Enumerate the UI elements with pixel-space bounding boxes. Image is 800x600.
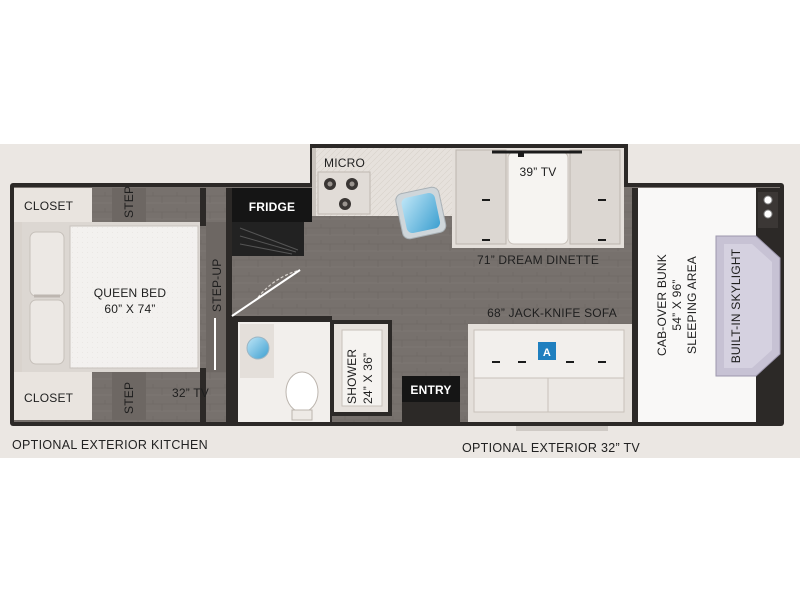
bedroom-tv-label: 32” TV: [172, 386, 209, 400]
entry-label: ENTRY: [410, 383, 451, 397]
marker-a-badge: [538, 342, 556, 360]
shower-size-label: 24” X 36”: [361, 353, 375, 404]
exterior-tv-label: OPTIONAL EXTERIOR 32” TV: [462, 441, 640, 455]
toilet: [285, 371, 319, 413]
marker-a-label: A: [543, 347, 551, 359]
step-top: [112, 188, 146, 222]
dinette-seat-left: [455, 149, 507, 245]
step-up-label: STEP-UP: [210, 259, 224, 312]
kitchen-sink: [395, 186, 447, 240]
fridge-label: FRIDGE: [249, 200, 296, 214]
dinette-seat-right: [569, 149, 621, 245]
dinette-tv-label: 39” TV: [520, 165, 557, 179]
bed-size-label: 60” X 74”: [104, 302, 155, 316]
closet-bottom: [14, 372, 92, 420]
bathroom: [231, 269, 392, 422]
bath-sink: [246, 336, 270, 360]
bunk-label-line2: 54” X 96”: [670, 279, 684, 330]
step-bottom-label: STEP: [122, 382, 136, 414]
skylight-label: BUILT-IN SKYLIGHT: [729, 248, 743, 363]
cab-over-area: [632, 188, 781, 422]
bunk-label-line3: SLEEPING AREA: [685, 256, 699, 354]
closet-top: [14, 188, 92, 222]
dinette: [452, 148, 624, 248]
exterior-kitchen-label: OPTIONAL EXTERIOR KITCHEN: [12, 438, 208, 452]
jack-knife-sofa: [468, 324, 632, 422]
closet-top-label: CLOSET: [24, 199, 74, 213]
step-bottom: [112, 372, 146, 420]
shower-name-label: SHOWER: [345, 349, 359, 404]
bedroom: [14, 188, 232, 422]
pillow-top: [29, 231, 65, 297]
kitchen: [232, 148, 454, 256]
step-top-label: STEP: [122, 186, 136, 218]
pillow-bottom: [29, 299, 65, 365]
entry-step: [402, 376, 460, 402]
fridge: [232, 188, 312, 222]
sofa-label: 68” JACK-KNIFE SOFA: [487, 306, 617, 320]
closet-bottom-label: CLOSET: [24, 391, 74, 405]
dinette-label: 71” DREAM DINETTE: [477, 253, 599, 267]
bed-name-label: QUEEN BED: [94, 286, 167, 300]
bunk-label-line1: CAB-OVER BUNK: [655, 254, 669, 356]
micro-label: MICRO: [324, 156, 365, 170]
exterior-tv-bar: [516, 426, 608, 431]
